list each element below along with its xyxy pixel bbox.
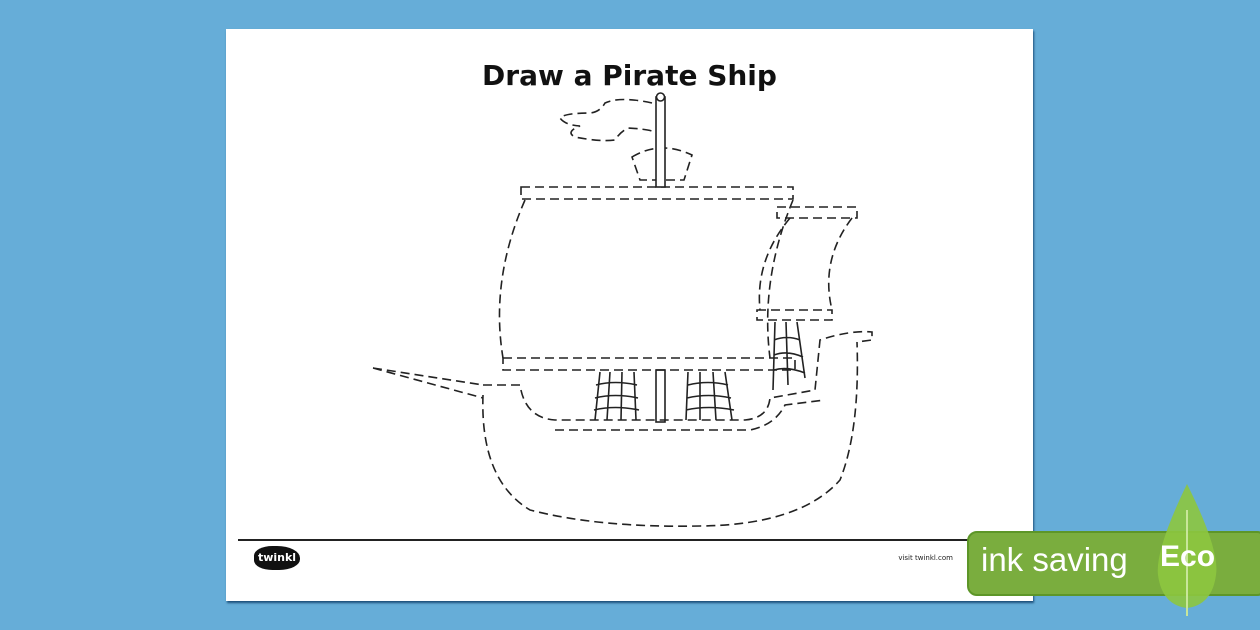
net-right [685, 371, 735, 421]
hull-deck [483, 330, 873, 421]
footer-divider [238, 539, 1021, 541]
eco-leaf-icon [1157, 484, 1217, 616]
eco-label: Eco [1160, 540, 1216, 573]
mast-top [655, 92, 666, 102]
main-sail [498, 199, 794, 359]
worksheet-title: Draw a Pirate Ship [482, 59, 777, 92]
footer-link[interactable]: visit twinkl.com [898, 554, 953, 562]
fore-sail [758, 217, 853, 311]
lower-mast [655, 369, 666, 423]
net-fore [772, 321, 806, 391]
twinkl-logo: twinkl [254, 546, 300, 570]
hull-inner [555, 399, 826, 431]
fore-yard [776, 206, 858, 219]
worksheet-page: Draw a Pirate Ship twinkl visit twinkl.c… [226, 29, 1033, 601]
ink-saving-label: ink saving [981, 541, 1128, 578]
bottom-yard [502, 357, 796, 371]
net-left [593, 371, 640, 421]
top-yard [520, 186, 794, 200]
bowsprit [372, 367, 484, 399]
mast [655, 96, 666, 188]
rigging-nets [593, 92, 806, 423]
hull-bottom [482, 341, 859, 527]
flag-outline [558, 98, 653, 142]
